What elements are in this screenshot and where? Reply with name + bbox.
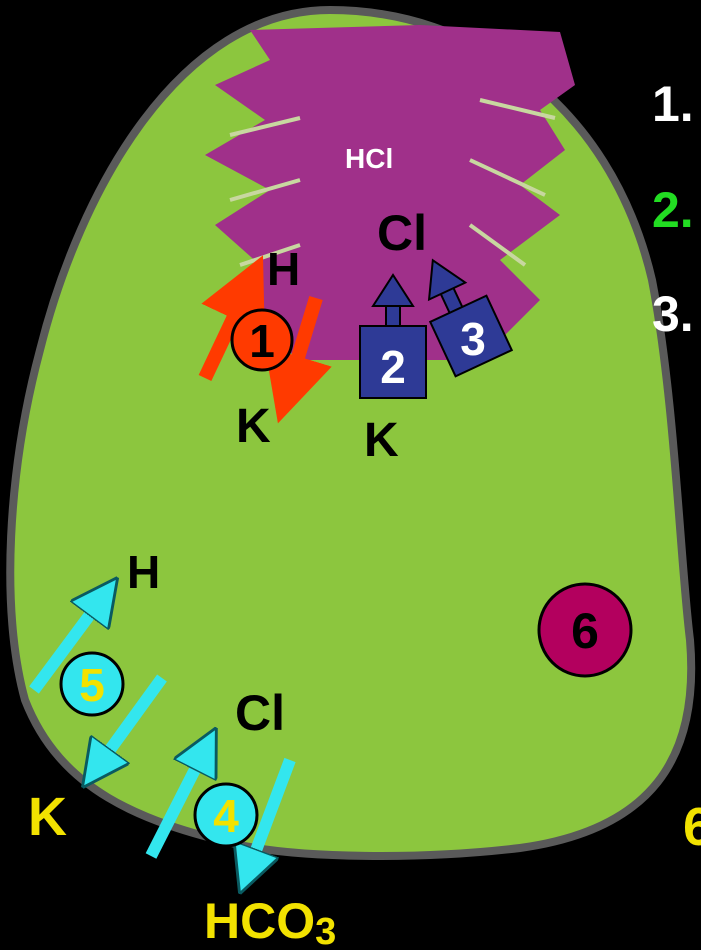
transporter-3-number: 3: [460, 313, 486, 365]
hcl-label: HCl: [345, 143, 393, 174]
list-item-3: 3.: [652, 286, 694, 342]
ion-cl-top: Cl: [377, 205, 427, 261]
ion-cl-lower: Cl: [235, 685, 285, 741]
transporter-1-number: 1: [249, 315, 275, 367]
hco3-subscript: 3: [315, 911, 336, 950]
marker-6-number: 6: [571, 603, 599, 659]
list-item-1: 1.: [652, 76, 694, 132]
transporter-4-number: 4: [213, 790, 239, 842]
ion-k-left: K: [236, 400, 271, 453]
transporter-2-number: 2: [380, 341, 406, 393]
list-item-2: 2.: [652, 182, 694, 238]
list-item-6: 6: [683, 797, 701, 857]
ion-k-bottom: K: [28, 787, 67, 847]
transporter-5-number: 5: [79, 659, 105, 711]
ion-k-mid: K: [364, 414, 399, 467]
hco3-text: HCO: [204, 893, 315, 949]
ion-h-top: H: [267, 243, 300, 295]
ion-h-lower: H: [127, 546, 160, 598]
